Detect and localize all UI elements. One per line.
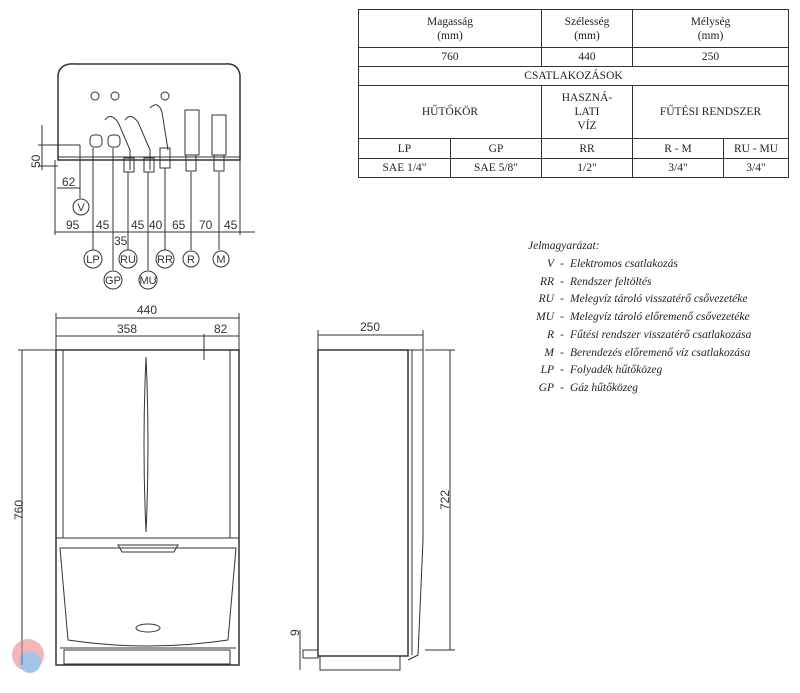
header-height: Magasság(mm) xyxy=(358,9,542,48)
value-depth: 250 xyxy=(632,47,789,67)
front-view xyxy=(18,313,240,666)
dim-95: 95 xyxy=(66,218,80,232)
code-lp: LP xyxy=(358,138,451,159)
dim-45-b: 45 xyxy=(131,218,145,232)
dim-82: 82 xyxy=(214,322,228,336)
label-v: V xyxy=(77,202,85,214)
dim-45-c: 45 xyxy=(224,218,238,232)
label-m: M xyxy=(216,254,225,266)
group-cooling: HŰTŐKÖR xyxy=(358,85,542,139)
dim-height-760: 760 xyxy=(12,500,26,520)
code-gp: GP xyxy=(450,138,542,159)
dim-50: 50 xyxy=(29,154,43,168)
label-r: R xyxy=(187,254,195,266)
value-height: 760 xyxy=(358,47,542,67)
legend-item: R-Fűtési rendszer visszatérő csatlakozás… xyxy=(546,328,752,341)
connections-title: CSATLAKOZÁSOK xyxy=(358,66,789,86)
legend-item: V-Elektromos csatlakozás xyxy=(546,258,678,270)
size-lp: SAE 1/4" xyxy=(358,158,451,178)
legend-item: MU-Melegvíz tároló előremenő csővezetéke xyxy=(536,311,750,324)
dim-722: 722 xyxy=(438,490,452,510)
dim-depth-250: 250 xyxy=(360,320,380,334)
dim-70: 70 xyxy=(199,218,213,232)
label-rr: RR xyxy=(157,254,173,266)
size-gp: SAE 5/8" xyxy=(450,158,542,178)
value-width: 440 xyxy=(541,47,633,67)
dim-358: 358 xyxy=(117,322,137,336)
size-ru-mu: 3/4" xyxy=(723,158,789,178)
group-heating: FŰTÉSI RENDSZER xyxy=(632,85,789,139)
label-gp: GP xyxy=(105,275,121,287)
header-width: Szélesség(mm) xyxy=(541,9,633,48)
watermark-logo xyxy=(12,639,44,673)
size-rr: 1/2" xyxy=(541,158,633,178)
legend-item: RR-Rendszer feltöltés xyxy=(539,275,652,288)
dim-35: 35 xyxy=(114,234,128,248)
header-depth: Mélység(mm) xyxy=(632,9,789,48)
legend-item: GP-Gáz hűtőközeg xyxy=(538,381,639,394)
code-rr: RR xyxy=(541,138,633,159)
legend-item: LP-Folyadék hűtőközeg xyxy=(540,364,663,377)
code-r-m: R - M xyxy=(632,138,724,159)
label-ru: RU xyxy=(120,254,136,266)
dim-width-440: 440 xyxy=(137,303,157,317)
legend: Jelmagyarázat: V-Elektromos csatlakozás … xyxy=(528,238,751,398)
legend-item: M-Berendezés előremenő víz csatlakozása xyxy=(544,346,751,359)
legend-item: RU-Melegvíz tároló visszatérő csővezeték… xyxy=(538,293,748,306)
dim-9: 9 xyxy=(288,629,302,636)
label-mu: MU xyxy=(139,275,156,287)
legend-title: Jelmagyarázat: xyxy=(528,240,600,252)
dim-40: 40 xyxy=(149,218,163,232)
bottom-view xyxy=(38,63,255,290)
code-ru-mu: RU - MU xyxy=(723,138,789,159)
side-view xyxy=(299,330,455,671)
dim-45-a: 45 xyxy=(96,218,110,232)
dim-65: 65 xyxy=(172,218,186,232)
size-r-m: 3/4" xyxy=(632,158,724,178)
specification-table: Magasság(mm) Szélesség(mm) Mélység(mm) 7… xyxy=(358,9,789,178)
label-lp: LP xyxy=(86,254,99,266)
dim-62: 62 xyxy=(62,175,76,189)
